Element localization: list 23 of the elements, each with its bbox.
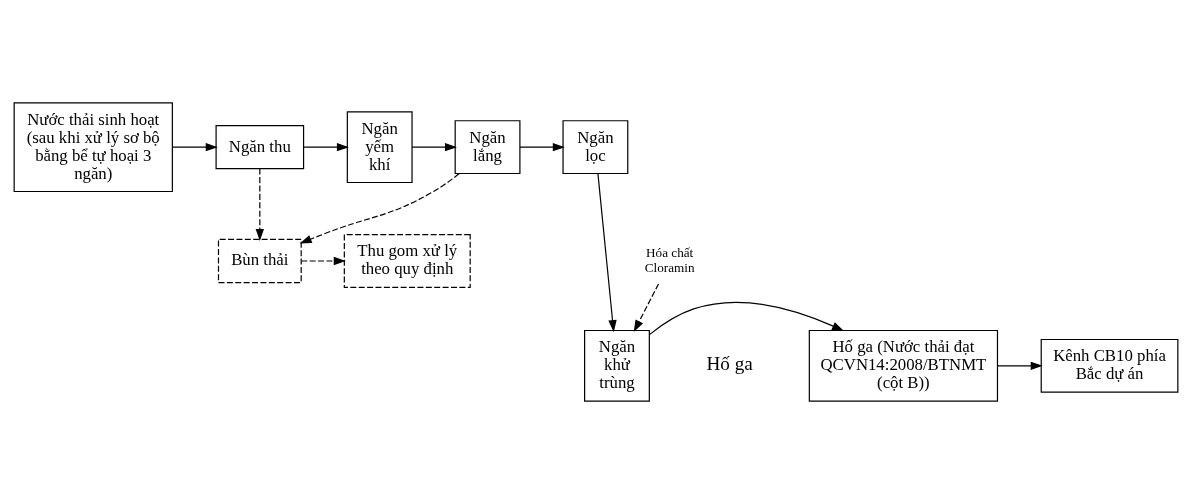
arrow <box>648 302 844 336</box>
arrow <box>172 142 218 152</box>
arrow <box>519 142 565 152</box>
arrow <box>997 361 1043 371</box>
node-box: Hố ga (Nước thải đạt QCVN14:2008/BTNMT (cột B)) <box>808 329 999 402</box>
arrow <box>633 283 660 333</box>
node-box: Bùn thải <box>217 238 302 284</box>
node-box: Ngăn khử trùng <box>584 329 650 402</box>
node-box: Ngăn yếm khí <box>346 111 413 184</box>
arrow <box>300 256 346 266</box>
node-box: Thu gom xử lý theo quy định <box>343 234 471 288</box>
arrow <box>597 172 617 333</box>
node-box: Ngăn lắng <box>454 120 521 175</box>
arrow <box>299 173 460 244</box>
node-box: Nước thải sinh hoạt (sau khi xử lý sơ bộ bằng bể tự hoại 3 ngăn) <box>13 102 173 193</box>
arrow <box>255 168 265 241</box>
node-box: Ngăn thu <box>215 124 305 170</box>
node-box: Kênh CB10 phía Bắc dự án <box>1040 338 1179 393</box>
arrow <box>411 142 457 152</box>
node-box: Ngăn lọc <box>562 120 629 175</box>
label: Hố ga <box>706 353 753 375</box>
arrow <box>303 142 349 152</box>
node-text: Hóa chất Cloramin <box>644 245 695 275</box>
